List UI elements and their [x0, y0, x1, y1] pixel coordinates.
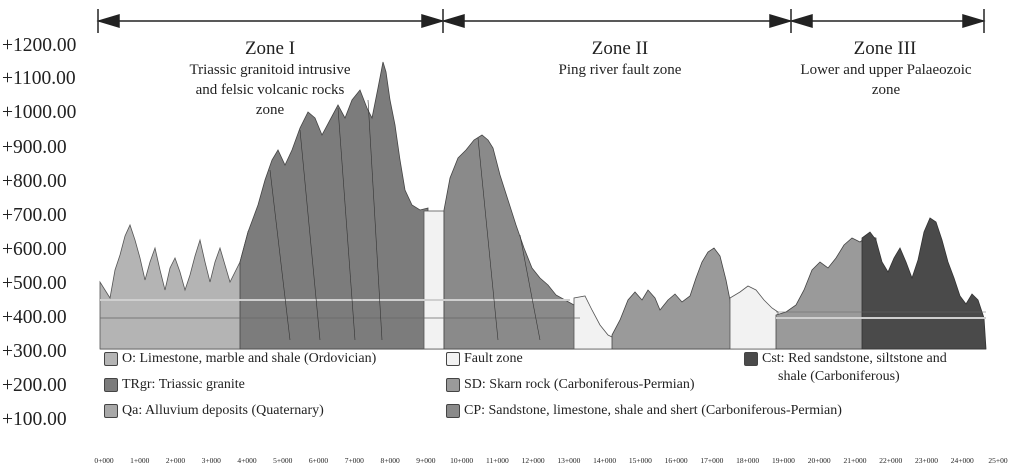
legend-label-cp: CP: Sandstone, limestone, shale and sher…: [464, 403, 842, 418]
zone2-title: Zone II: [591, 38, 649, 59]
legend-label-trgr: TRgr: Triassic granite: [122, 377, 245, 392]
x-tick-label: 18+000: [736, 456, 760, 465]
legend-label-fault: Fault zone: [464, 351, 523, 366]
x-tick-label: 4+000: [237, 456, 257, 465]
x-tick-label: 1+000: [130, 456, 150, 465]
zone3-title: Zone III: [853, 38, 917, 59]
zone2-subtitle: Ping river fault zone: [558, 62, 682, 78]
x-tick-label: 10+000: [450, 456, 474, 465]
zone1-subtitle-line3: zone: [255, 102, 285, 118]
y-tick-label: +700.00: [2, 205, 67, 226]
legend-label-cst-line2: shale (Carboniferous): [778, 369, 900, 384]
x-tick-label: 19+000: [771, 456, 795, 465]
fault-strip: [423, 210, 445, 350]
arrowhead: [789, 13, 813, 29]
x-tick-label: 3+000: [201, 456, 221, 465]
zone3-subtitle-line1: Lower and upper Palaeozoic: [800, 62, 972, 78]
y-tick-label: +1100.00: [2, 68, 76, 89]
y-tick-label: +800.00: [2, 171, 67, 192]
legend-swatch-trgr: [104, 378, 118, 392]
x-tick-label: 17+000: [700, 456, 724, 465]
y-tick-label: +100.00: [2, 409, 67, 430]
x-tick-label: 2+000: [165, 456, 186, 465]
zone1-title: Zone I: [244, 38, 296, 59]
x-tick-label: 8+000: [380, 456, 400, 465]
y-tick-label: +900.00: [2, 137, 67, 158]
legend-swatch-sd: [446, 378, 460, 392]
legend-label-cst-line1: Cst: Red sandstone, siltstone and: [762, 351, 947, 366]
y-tick-label: +500.00: [2, 273, 67, 294]
x-tick-label: 9+000: [416, 456, 436, 465]
x-tick-label: 21+000: [843, 456, 867, 465]
x-tick-label: 22+000: [879, 456, 903, 465]
zone1-subtitle-line2: and felsic volcanic rocks: [195, 82, 345, 98]
zone3-subtitle-line2: zone: [871, 82, 901, 98]
legend-swatch-cp: [446, 404, 460, 418]
legend-swatch-cst: [744, 352, 758, 366]
x-tick-label: 23+000: [914, 456, 938, 465]
x-tick-label: 7+000: [344, 456, 364, 465]
zone-extent-arrows: [96, 9, 986, 33]
x-tick-label: 20+000: [807, 456, 831, 465]
legend-label-sd: SD: Skarn rock (Carboniferous-Permian): [464, 377, 695, 392]
x-tick-label: 25+00: [988, 456, 1008, 465]
x-tick-label: 5+000: [273, 456, 293, 465]
y-tick-label: +1000.00: [2, 102, 77, 123]
unit-o-right: [775, 235, 877, 350]
arrowhead: [421, 13, 445, 29]
legend-swatch-qa: [104, 404, 118, 418]
arrowhead: [441, 13, 465, 29]
unit-o-left: [99, 223, 253, 350]
y-tick-label: +1200.00: [2, 35, 77, 56]
arrowhead: [96, 13, 120, 29]
legend-swatch-fault: [446, 352, 460, 366]
x-tick-label: 14+000: [593, 456, 617, 465]
unit-sd-hills: [611, 247, 735, 350]
x-tick-label: 13+000: [557, 456, 581, 465]
y-tick-label: +200.00: [2, 375, 67, 396]
y-tick-label: +300.00: [2, 341, 67, 362]
unit-fault-right: [729, 285, 779, 350]
y-tick-label: +400.00: [2, 307, 67, 328]
x-tick-label: 6+000: [308, 456, 329, 465]
unit-cp-hill: [443, 134, 581, 350]
unit-trgr-main: [239, 61, 429, 350]
x-tick-label: 12+000: [521, 456, 545, 465]
legend-label-o: O: Limestone, marble and shale (Ordovici…: [122, 351, 377, 366]
x-tick-label: 24+000: [950, 456, 974, 465]
x-tick-label: 0+000: [94, 456, 114, 465]
legend-label-qa: Qa: Alluvium deposits (Quaternary): [122, 403, 324, 418]
fault-traces: [269, 99, 541, 341]
y-tick-label: +600.00: [2, 239, 67, 260]
arrowhead: [962, 13, 986, 29]
x-tick-label: 15+000: [628, 456, 652, 465]
x-tick-label: 16+000: [664, 456, 688, 465]
unit-cst: [861, 217, 987, 350]
arrowhead: [769, 13, 793, 29]
x-tick-label: 11+000: [486, 456, 509, 465]
legend-swatch-o: [104, 352, 118, 366]
zone1-subtitle-line1: Triassic granitoid intrusive: [189, 62, 351, 78]
